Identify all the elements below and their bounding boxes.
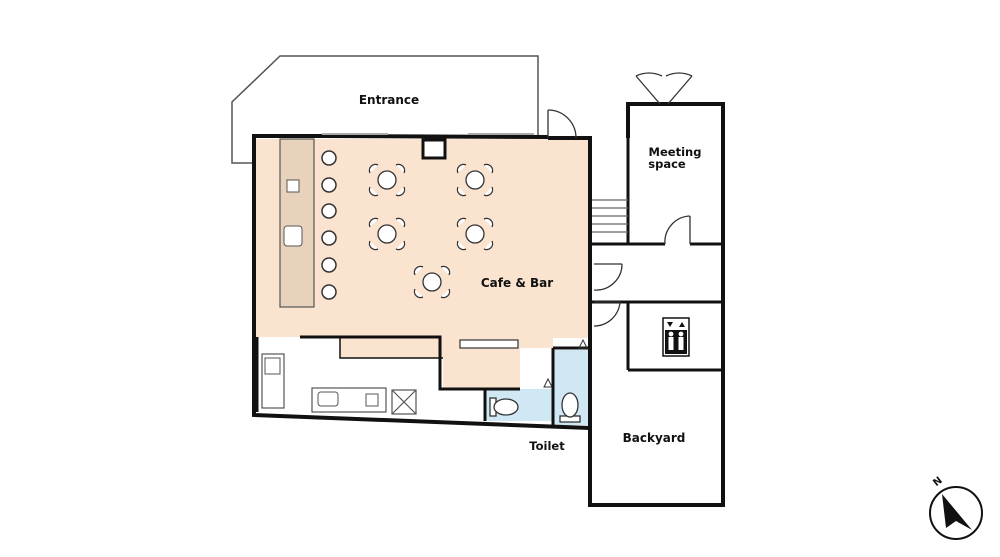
bar-stools: [321, 150, 337, 300]
doors: [547, 72, 693, 327]
bar-stool: [321, 284, 337, 300]
kitchen-sink-basin: [264, 357, 281, 375]
cafe-bar-label: Cafe & Bar: [481, 276, 553, 290]
bar-stool: [321, 230, 337, 246]
entrance-label: Entrance: [359, 93, 419, 107]
kitchen-basin-left: [317, 391, 339, 407]
toilet-markers: [543, 338, 588, 388]
wall-cabinet: [421, 138, 447, 160]
toilet-label: Toilet: [529, 439, 565, 453]
table-set: [456, 163, 494, 197]
interior-walls: [255, 104, 723, 425]
kitchen-basin-right: [365, 393, 379, 407]
bar-sink-small: [286, 179, 300, 193]
bar-counter: [279, 138, 315, 308]
north-label: N: [931, 475, 944, 489]
toilet-fixtures: [489, 392, 581, 423]
table-set: [368, 163, 406, 197]
bar-stool: [321, 150, 337, 166]
bar-stool: [321, 203, 337, 219]
stairs: [592, 199, 628, 233]
counter-shelf: [459, 339, 519, 349]
table-set: [456, 217, 494, 251]
bar-stool: [321, 177, 337, 193]
kitchen-partition: [339, 337, 443, 359]
backyard-label: Backyard: [623, 431, 686, 445]
north-arrow-icon: [929, 486, 983, 540]
bar-stool: [321, 257, 337, 273]
bar-sink-large: [283, 225, 303, 247]
table-set: [413, 265, 451, 299]
meeting-space-label-line1: Meeting: [649, 145, 702, 159]
elevator-icon: [662, 317, 690, 357]
cafe-bar-floor: [256, 139, 590, 389]
table-sets: [368, 163, 494, 299]
table-set: [368, 217, 406, 251]
meeting-space-label-line2: space: [648, 157, 686, 171]
kitchen-box: [391, 389, 417, 415]
